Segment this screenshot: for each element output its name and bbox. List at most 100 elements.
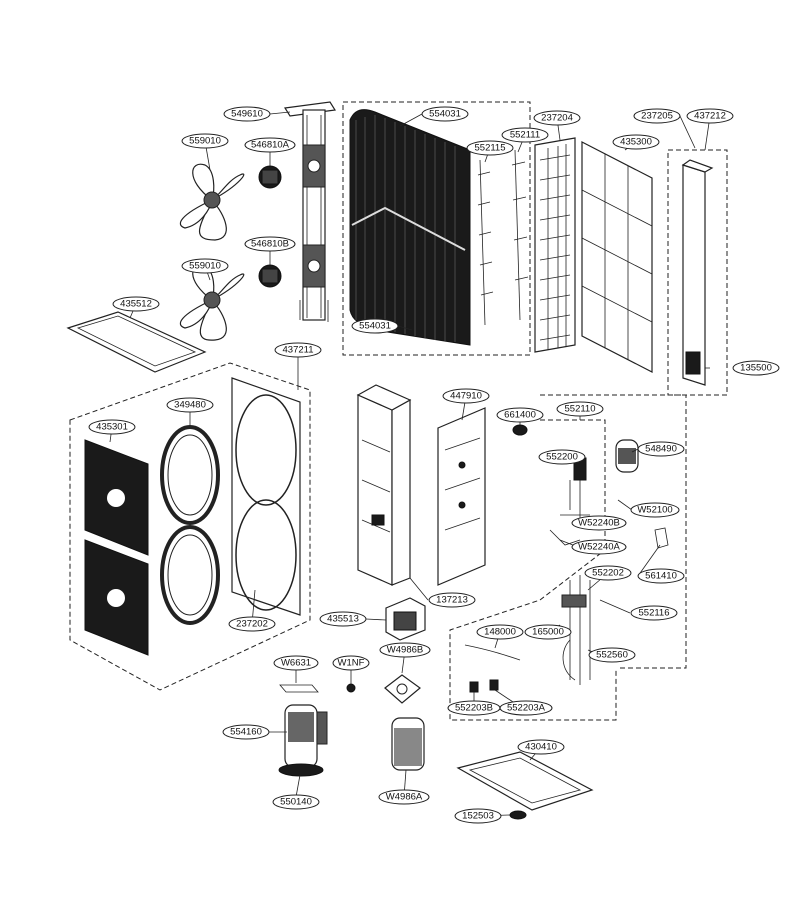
callout-552203B: 552203B xyxy=(447,700,501,716)
callout-552116: 552116 xyxy=(630,605,678,621)
frame-valve-assembly xyxy=(449,419,617,721)
svg-text:137213: 137213 xyxy=(436,595,468,606)
callout-550140: 550140 xyxy=(272,794,320,810)
svg-text:437212: 437212 xyxy=(694,111,726,122)
front-grille-lower xyxy=(84,539,149,656)
svg-text:435301: 435301 xyxy=(96,422,128,433)
sensor-clip-561410 xyxy=(654,527,669,549)
fan-ring-lower xyxy=(160,525,220,625)
svg-text:552200: 552200 xyxy=(546,452,578,463)
callout-552200: 552200 xyxy=(538,449,586,465)
callout-552110: 552110 xyxy=(556,401,604,417)
callout-labels: 549610 554031 237204 237205 437212 55901… xyxy=(88,106,780,824)
callout-661400: 661400 xyxy=(496,407,544,423)
callout-430410: 430410 xyxy=(517,739,565,755)
svg-text:554031: 554031 xyxy=(359,321,391,332)
callout-552560: 552560 xyxy=(588,647,636,663)
svg-text:135500: 135500 xyxy=(740,363,772,374)
svg-text:349480: 349480 xyxy=(174,400,206,411)
callout-W6631: W6631 xyxy=(273,655,319,671)
service-valve-bar xyxy=(464,644,521,661)
svg-text:559010: 559010 xyxy=(189,261,221,272)
front-panel xyxy=(231,377,301,616)
callout-552203A: 552203A xyxy=(499,700,553,716)
svg-text:237204: 237204 xyxy=(541,113,573,124)
callout-137213: 137213 xyxy=(428,592,476,608)
callout-148000: 148000 xyxy=(476,624,524,640)
group-frames xyxy=(69,101,728,721)
svg-text:430410: 430410 xyxy=(525,742,557,753)
svg-text:W4986B: W4986B xyxy=(387,645,423,656)
control-board-plate xyxy=(437,407,486,586)
base-pan xyxy=(456,751,594,811)
callout-561410: 561410 xyxy=(637,568,685,584)
svg-text:447910: 447910 xyxy=(450,391,482,402)
svg-text:552560: 552560 xyxy=(596,650,628,661)
callout-552111: 552111 xyxy=(501,127,549,143)
propeller-fan-b xyxy=(179,264,245,341)
callout-W4986A: W4986A xyxy=(378,789,430,805)
svg-text:152503: 152503 xyxy=(462,811,494,822)
front-grille-upper xyxy=(84,439,149,556)
svg-text:549610: 549610 xyxy=(231,109,263,120)
callout-435300: 435300 xyxy=(612,134,660,150)
fan-motor-a xyxy=(258,165,282,189)
drain-cap-152503 xyxy=(509,810,527,820)
svg-text:435300: 435300 xyxy=(620,137,652,148)
callout-549610: 549610 xyxy=(223,106,271,122)
side-panel xyxy=(681,159,714,386)
callout-546810B: 546810B xyxy=(244,236,296,252)
nut-w1nf xyxy=(346,683,356,693)
callout-349480: 349480 xyxy=(166,397,214,413)
rear-guard xyxy=(534,137,576,353)
sound-jacket-w4986a xyxy=(391,717,425,771)
fan-motor-b xyxy=(258,264,282,288)
reversing-valve-assembly xyxy=(549,457,590,546)
svg-text:552111: 552111 xyxy=(510,130,540,141)
callout-435301: 435301 xyxy=(88,419,136,435)
callout-554160: 554160 xyxy=(222,724,270,740)
callout-W4986B: W4986B xyxy=(379,642,431,658)
motor-mount-bracket xyxy=(283,101,337,322)
callout-W52100: W52100 xyxy=(630,502,680,518)
svg-text:435512: 435512 xyxy=(120,299,152,310)
svg-text:546810A: 546810A xyxy=(251,140,290,151)
condenser-coil xyxy=(349,109,471,346)
frame-condenser-coil xyxy=(342,101,531,356)
svg-text:554160: 554160 xyxy=(230,727,262,738)
svg-text:237205: 237205 xyxy=(641,111,673,122)
callout-152503: 152503 xyxy=(454,808,502,824)
svg-text:559010: 559010 xyxy=(189,136,221,147)
callout-135500: 135500 xyxy=(732,360,780,376)
callout-237205: 237205 xyxy=(633,108,681,124)
tube-manifold-552115 xyxy=(477,159,494,326)
svg-text:W52240A: W52240A xyxy=(578,542,620,553)
svg-text:W1NF: W1NF xyxy=(338,658,365,669)
callout-435512: 435512 xyxy=(112,296,160,312)
frame-front-panels xyxy=(69,362,311,691)
gasket-w4986b xyxy=(384,674,421,704)
callout-552202: 552202 xyxy=(584,565,632,581)
fan-ring-upper xyxy=(160,425,220,525)
tube-manifold-552111 xyxy=(511,149,529,321)
svg-text:148000: 148000 xyxy=(484,627,516,638)
top-cover xyxy=(66,311,207,373)
frame-refrigerant-parts xyxy=(540,394,687,669)
callout-435513: 435513 xyxy=(319,611,367,627)
callout-546810A: 546810A xyxy=(244,137,296,153)
callout-559010-upper: 559010 xyxy=(181,133,229,149)
support-bracket xyxy=(385,597,426,641)
svg-text:165000: 165000 xyxy=(532,627,564,638)
compressor xyxy=(278,704,328,777)
svg-text:552203A: 552203A xyxy=(507,703,546,714)
callout-237204: 237204 xyxy=(533,110,581,126)
callout-437212: 437212 xyxy=(686,108,734,124)
svg-text:W4986A: W4986A xyxy=(386,792,423,803)
svg-text:237202: 237202 xyxy=(236,619,268,630)
callout-W52240B: W52240B xyxy=(571,515,627,531)
control-box-cover xyxy=(356,384,412,586)
callout-W52240A: W52240A xyxy=(571,539,627,555)
svg-text:552116: 552116 xyxy=(639,608,670,619)
